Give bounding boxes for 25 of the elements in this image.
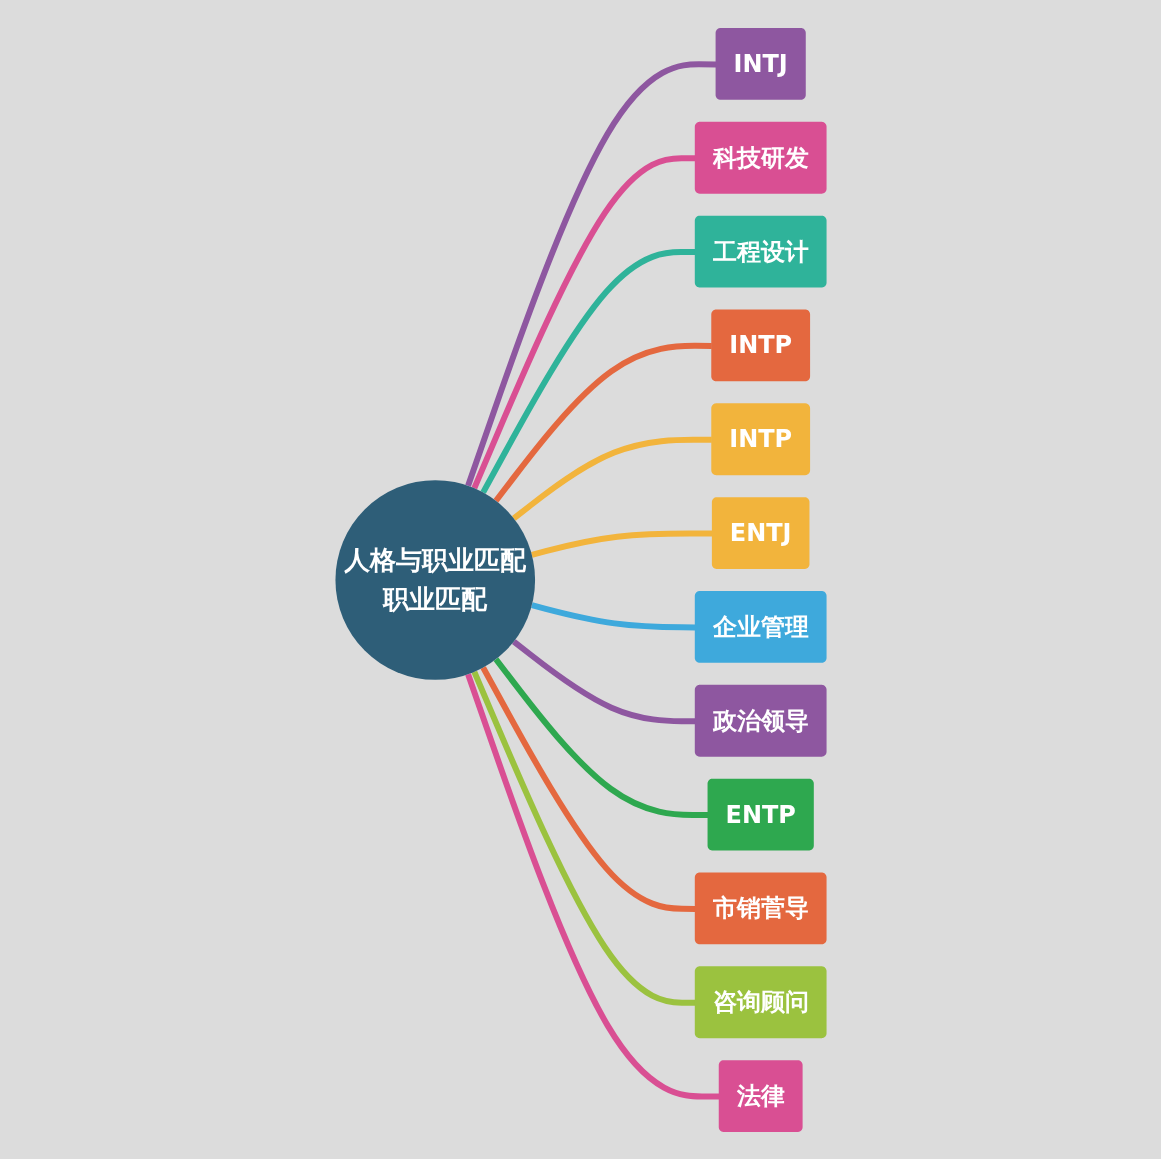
node-box: 企业管理 xyxy=(694,590,827,663)
connector xyxy=(471,154,695,489)
connector xyxy=(530,529,712,558)
connector xyxy=(471,670,695,1006)
node-box: 市销菅导 xyxy=(694,872,827,944)
node-box: 咨询顾问 xyxy=(694,965,827,1038)
node-box: ENTP xyxy=(707,778,814,850)
connector xyxy=(511,638,695,724)
connector xyxy=(511,436,712,521)
node-box: INTJ xyxy=(715,27,806,100)
node-box: INTP xyxy=(710,402,810,475)
connector xyxy=(480,665,695,912)
node-box: 工程设计 xyxy=(694,215,827,287)
node-box: 科技研发 xyxy=(694,121,827,194)
node-box: 法律 xyxy=(718,1059,803,1132)
node-box: 政治领导 xyxy=(694,684,827,757)
connector xyxy=(493,656,708,818)
connector xyxy=(493,342,712,503)
node-box: ENTJ xyxy=(711,496,809,569)
connector xyxy=(480,248,695,494)
connector xyxy=(464,672,719,1100)
node-circle: 人格与职业匹配 职业匹配 xyxy=(334,479,535,680)
connector xyxy=(464,60,716,487)
connector xyxy=(530,601,695,630)
node-box: INTP xyxy=(710,309,810,381)
